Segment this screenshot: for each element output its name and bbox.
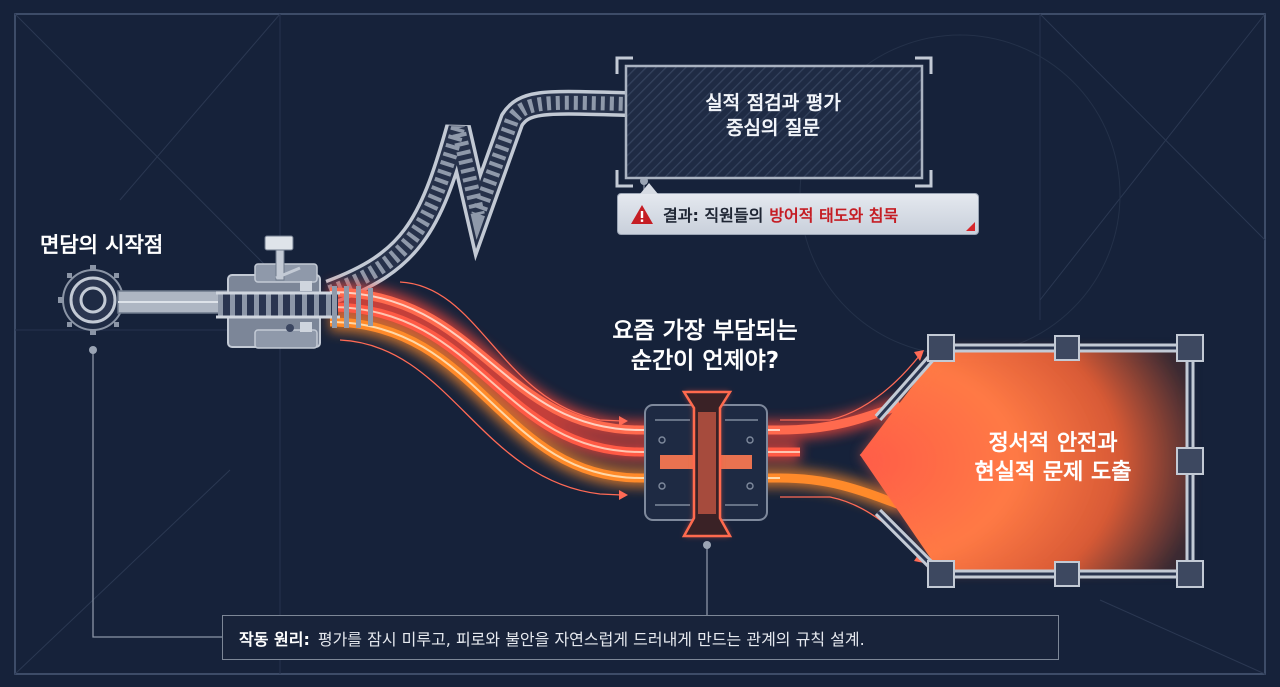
guide-dot: [89, 346, 97, 354]
upper-track: [325, 89, 629, 305]
callout-pointer: [640, 183, 658, 194]
chip-icon: [644, 390, 768, 538]
principle-box: 작동 원리: 평가를 잠시 미루고, 피로와 불안을 자연스럽게 드러내게 만드…: [222, 615, 1059, 660]
principle-text: 평가를 잠시 미루고, 피로와 불안을 자연스럽게 드러내게 만드는 관계의 규…: [317, 629, 865, 649]
outcome-label: 정서적 안전과 현실적 문제 도출: [948, 430, 1158, 487]
arrow-guides: [339, 281, 924, 563]
input-rod: [117, 290, 231, 314]
outcome-line2: 현실적 문제 도출: [974, 459, 1132, 485]
glow-tracks: [329, 283, 904, 514]
top-box-line2: 중심의 질문: [725, 116, 820, 139]
callout-corner-fold: [966, 222, 975, 231]
top-evaluation-box: [615, 56, 933, 188]
center-question-line2: 순간이 언제야?: [630, 347, 780, 374]
start-point-label: 면담의 시작점: [40, 233, 164, 257]
top-box-label: 실적 점검과 평가 중심의 질문: [628, 91, 918, 140]
principle-label: 작동 원리:: [239, 629, 310, 649]
hub-icon: [58, 265, 128, 335]
warning-icon: [631, 204, 653, 224]
result-highlight: 방어적 태도와 침묵: [769, 206, 899, 225]
result-prefix: 결과: 직원들의: [663, 206, 764, 225]
guide-dot: [703, 541, 711, 549]
switch-box: [216, 263, 340, 349]
center-question-line1: 요즘 가장 부담되는: [612, 318, 798, 344]
outcome-line1: 정서적 안전과: [988, 431, 1118, 456]
top-box-line1: 실적 점검과 평가: [705, 92, 841, 114]
switch-lever-icon: [264, 235, 301, 281]
center-question: 요즘 가장 부담되는 순간이 언제야?: [555, 317, 855, 377]
result-callout: 결과: 직원들의 방어적 태도와 침묵: [617, 183, 979, 235]
blueprint-grid: [14, 13, 1266, 675]
junction-ties: [332, 286, 373, 328]
target-frame: [860, 334, 1204, 588]
